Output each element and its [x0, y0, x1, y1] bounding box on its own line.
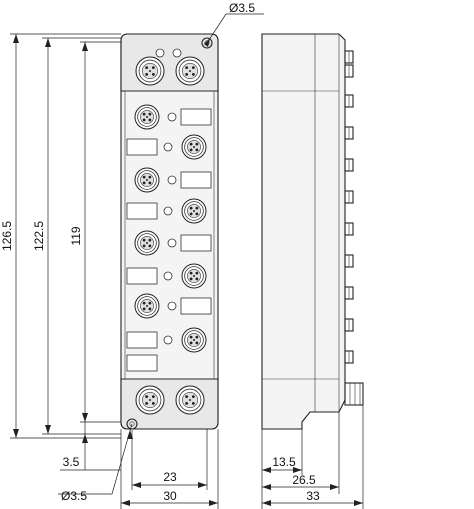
io-indicator-7	[167, 297, 212, 315]
connectors	[134, 56, 207, 415]
top-led-1	[155, 48, 165, 58]
io-indicator-2	[126, 138, 173, 156]
side-connector-3	[344, 94, 354, 108]
side-connector-11	[344, 350, 354, 364]
connector-top-right	[175, 56, 205, 86]
top-led-2	[172, 48, 182, 58]
io-connector-8	[181, 327, 207, 353]
dim-hole-offset: 3.5	[63, 455, 80, 469]
io-connector-4	[181, 198, 207, 224]
io-indicator-1	[167, 108, 212, 126]
dim-total-width: 30	[163, 489, 177, 503]
side-connector-9	[344, 286, 354, 300]
connector-top-left	[135, 56, 165, 86]
side-housing	[261, 33, 346, 430]
front-top-cap	[120, 33, 219, 92]
side-connector-1	[344, 50, 354, 64]
io-connector-7	[134, 293, 160, 319]
connector-bottom-left	[135, 385, 165, 415]
dim-hole-bottom: Ø3.5	[61, 489, 87, 503]
mount-hole-bottom	[126, 418, 138, 430]
dim-body-depth: 26.5	[292, 473, 316, 487]
io-indicator-5	[167, 234, 212, 252]
side-connector-6	[344, 190, 354, 204]
mount-hole-bottom-inner	[129, 421, 135, 427]
io-connector-3	[134, 167, 160, 193]
label-slot-extra	[126, 354, 158, 372]
side-connector-7	[344, 222, 354, 236]
io-indicator-4	[126, 202, 173, 220]
io-connector-2	[181, 134, 207, 160]
side-view	[261, 33, 364, 430]
io-indicator-3	[167, 171, 212, 189]
side-connector-4	[344, 126, 354, 140]
dim-body-height: 119	[69, 226, 83, 245]
dim-mount-width: 23	[163, 470, 177, 484]
side-connectors	[344, 50, 354, 364]
side-connector-2	[344, 64, 354, 78]
indicators	[126, 108, 212, 372]
dim-mount-height: 122.5	[32, 221, 46, 251]
front-view	[120, 33, 219, 430]
side-connector-10	[344, 318, 354, 332]
dim-total-depth: 33	[306, 489, 320, 503]
dim-base-depth: 13.5	[272, 455, 296, 469]
io-connector-5	[134, 230, 160, 256]
front-dimensions: 126.5 122.5 119 3.5 23 30	[0, 1, 264, 509]
side-connector-8	[344, 254, 354, 268]
front-middle-frame	[124, 90, 215, 380]
side-dimensions: 13.5 26.5 33	[261, 405, 364, 509]
io-indicator-8	[126, 331, 173, 349]
side-connector-5	[344, 158, 354, 172]
connector-bottom-right	[175, 385, 205, 415]
io-connector-6	[181, 263, 207, 289]
dim-hole-top: Ø3.5	[229, 1, 255, 15]
io-indicator-6	[126, 267, 173, 285]
mount-hole-top	[201, 37, 213, 49]
io-connector-1	[134, 104, 160, 130]
side-bottom-plug	[344, 382, 364, 406]
dim-total-height: 126.5	[0, 221, 14, 251]
